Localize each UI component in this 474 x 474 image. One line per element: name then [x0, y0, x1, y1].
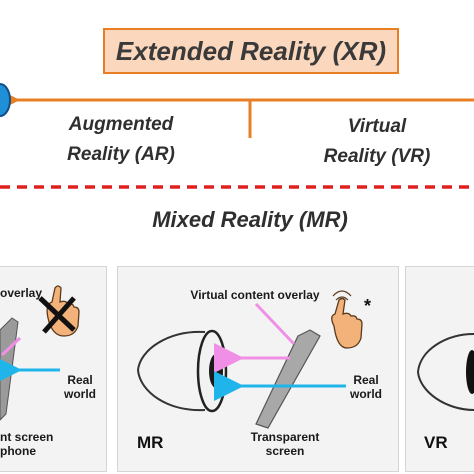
vr-panel	[405, 266, 474, 472]
mr-screen-label: Transparent screen	[240, 430, 330, 458]
ar-overlay-arrow	[0, 336, 22, 357]
touch-hand-icon	[331, 290, 363, 349]
mr-mode-label: MR	[137, 433, 164, 452]
mr-panel	[117, 266, 399, 472]
vr-eye-outline	[416, 333, 474, 411]
ar-overlay-label: overlay	[0, 286, 43, 300]
eye-icon	[0, 83, 11, 117]
ar-label-line2: Reality (AR)	[67, 144, 175, 165]
mr-overlay-label: Virtual content overlay	[190, 288, 320, 302]
xr-title: Extended Reality (XR)	[115, 35, 387, 66]
mr-real-world-line1: Real	[353, 373, 379, 387]
mr-asterisk: *	[364, 296, 372, 316]
ar-real-world-label: Real world	[60, 373, 100, 401]
mr-transparent-screen	[255, 329, 321, 429]
mr-eye-pupil	[209, 354, 223, 388]
vr-mode-label: VR	[424, 433, 448, 452]
ar-real-world-line1: Real	[67, 373, 93, 387]
vr-label: Virtual Reality (VR)	[322, 112, 432, 172]
mr-label: Mixed Reality (MR)	[152, 207, 348, 232]
ar-phone-screen	[0, 317, 19, 421]
ar-screen-line1: nt screen	[0, 430, 54, 444]
mr-screen-line2: screen	[265, 444, 305, 458]
vr-label-line2: Reality (VR)	[323, 146, 431, 167]
vr-eye-pupil	[466, 350, 474, 394]
ar-real-world-line2: world	[64, 387, 96, 401]
ar-screen-label: nt screen phone	[0, 430, 80, 458]
mr-real-world-line2: world	[350, 387, 382, 401]
mr-screen-line1: Transparent	[250, 430, 320, 444]
ar-label-line1: Augmented	[68, 114, 174, 135]
ar-label: Augmented Reality (AR)	[56, 110, 186, 170]
mr-eye-outline	[136, 330, 206, 412]
no-touch-icon	[38, 285, 80, 337]
mr-overlay-pointer	[254, 302, 296, 346]
ar-screen-line2: phone	[0, 444, 36, 458]
mr-real-world-label: Real world	[346, 373, 386, 401]
xr-title-box: Extended Reality (XR)	[103, 28, 399, 74]
vr-label-line1: Virtual	[347, 116, 407, 137]
